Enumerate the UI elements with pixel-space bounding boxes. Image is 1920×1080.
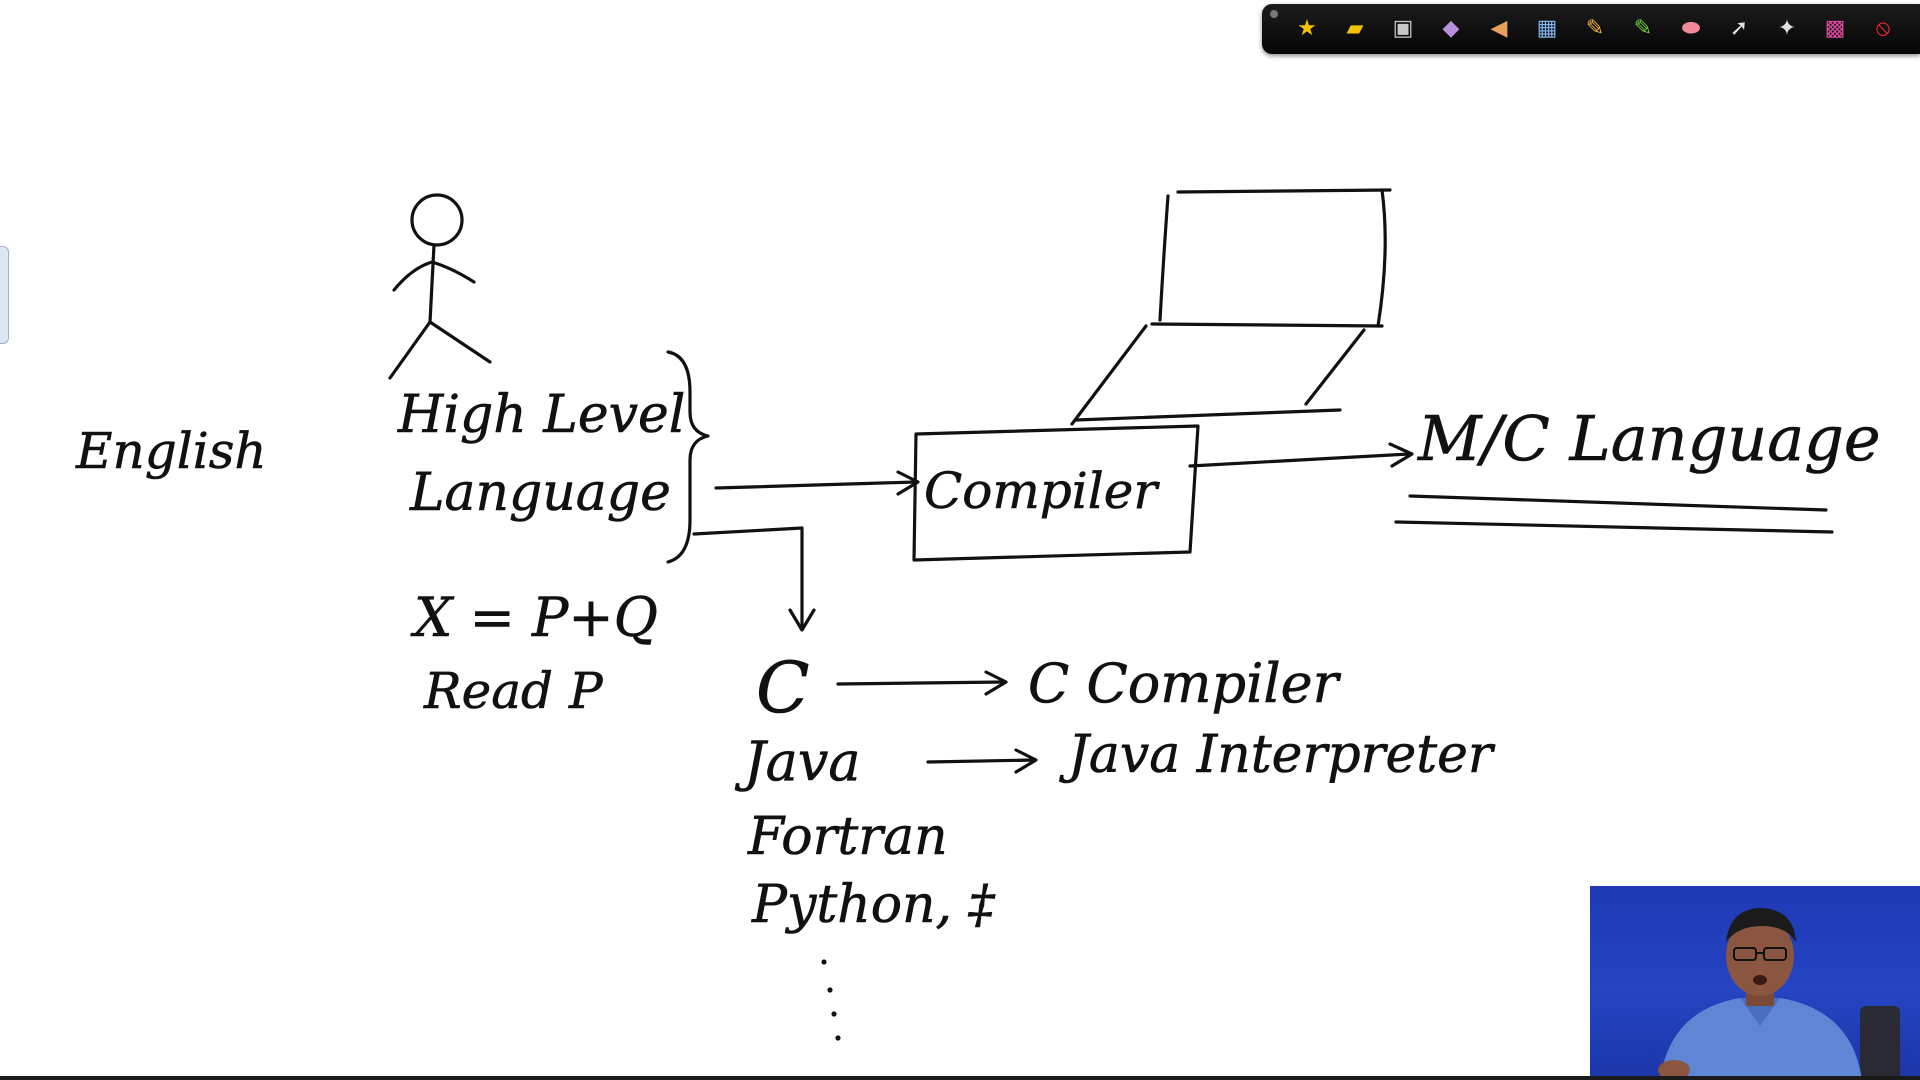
curly-brace	[666, 350, 710, 564]
open-folder-icon[interactable]: ▰	[1346, 16, 1364, 41]
pencil-icon[interactable]: ✎	[1585, 16, 1605, 41]
toolbar-grip-icon[interactable]	[1270, 10, 1278, 18]
calendar-icon[interactable]: ▦	[1536, 16, 1558, 41]
pointer-icon[interactable]: ➚	[1729, 16, 1749, 41]
new-page-icon[interactable]: ★	[1297, 16, 1317, 41]
language-java: Java	[734, 730, 861, 793]
example-statement-2: Read P	[423, 662, 604, 720]
mc-language-label: M/C Language	[1417, 402, 1881, 475]
arrow-java-to-interpreter	[926, 748, 1038, 774]
annotation-toolbar: ★ ▰ ▣ ◆ ◀ ▦ ✎ ✎ ⬬ ➚ ✦ ▩ ⦸	[1262, 4, 1920, 54]
language-c: C	[756, 647, 810, 729]
presenter-video	[1658, 908, 1900, 1080]
highlighter-icon[interactable]: ✎	[1633, 16, 1653, 41]
arrow-c-to-c-compiler	[836, 670, 1008, 696]
eraser-icon[interactable]: ⬬	[1681, 16, 1701, 41]
arrow-compiler-to-mc	[1188, 442, 1414, 468]
c-compiler-label: C Compiler	[1028, 652, 1342, 715]
stick-figure-drawing	[388, 193, 492, 380]
example-statement-1: X = P+Q	[410, 586, 658, 649]
bottom-border	[0, 1076, 1920, 1080]
java-interpreter-label: Java Interpreter	[1059, 725, 1496, 785]
english-label: English	[75, 422, 267, 480]
continuation-dots	[821, 959, 841, 1041]
side-panel-tab[interactable]	[0, 246, 9, 344]
language-python: Python, ‡	[751, 875, 996, 935]
language-fortran: Fortran	[747, 807, 948, 867]
color-palette-icon[interactable]: ▩	[1824, 16, 1846, 41]
arrow-down-to-languages	[692, 526, 816, 632]
save-disk-icon[interactable]: ▣	[1392, 16, 1414, 41]
high-level-language-line1: High Level	[397, 385, 685, 445]
high-level-language-line2: Language	[409, 463, 671, 523]
shapes-icon[interactable]: ◀	[1490, 16, 1508, 41]
close-icon[interactable]: ⦸	[1875, 16, 1891, 41]
mc-language-underline	[1394, 494, 1834, 534]
add-page-icon[interactable]: ◆	[1442, 16, 1460, 41]
presenter-webcam	[1590, 886, 1920, 1080]
laser-icon[interactable]: ✦	[1777, 16, 1797, 41]
arrow-hll-to-compiler	[714, 470, 920, 496]
compiler-box	[912, 424, 1200, 562]
compiler-label: Compiler	[924, 462, 1160, 520]
computer-sketch	[1070, 188, 1392, 426]
